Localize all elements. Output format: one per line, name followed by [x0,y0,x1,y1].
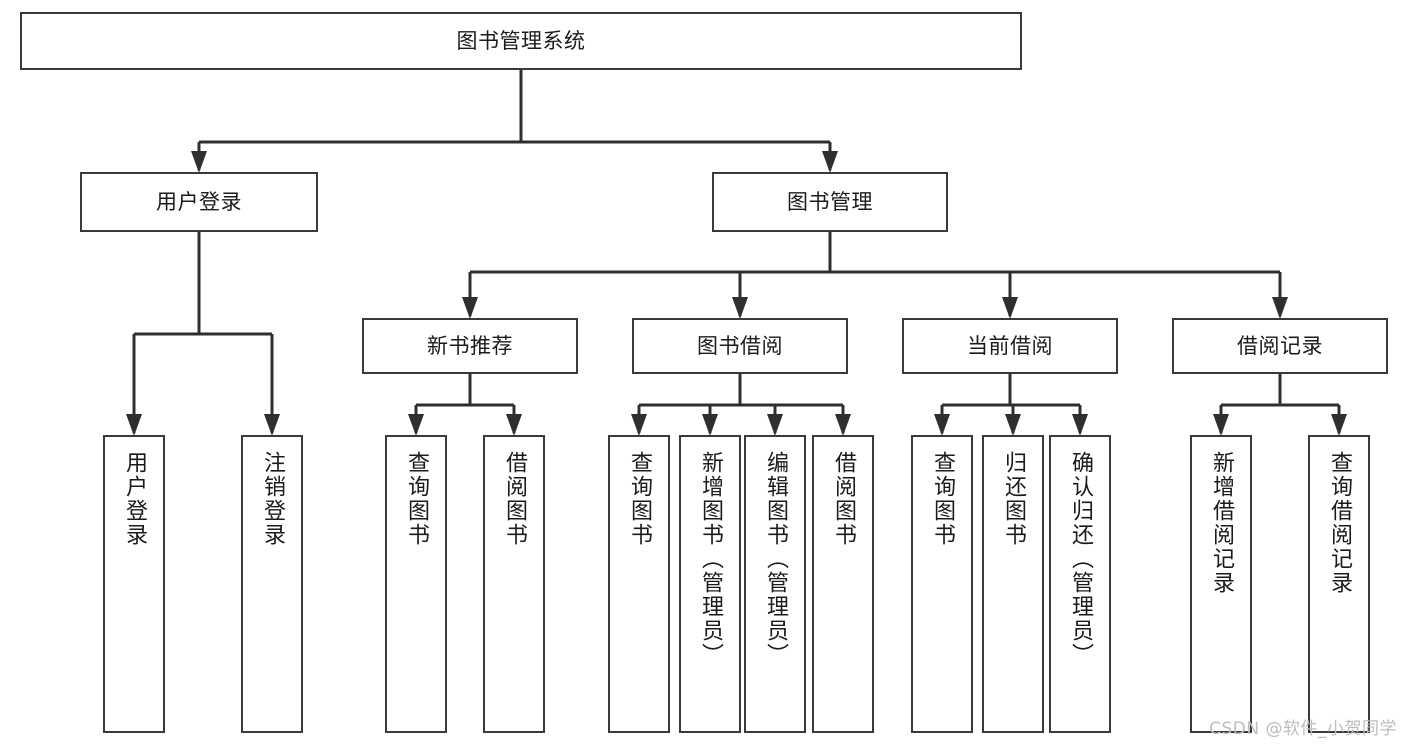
node-leaf-4[interactable]: 借阅图书 [483,435,545,733]
node-label: 当前借阅 [967,333,1053,358]
node-leaf-2[interactable]: 注销登录 [241,435,303,733]
node-label: 新增借阅记录 [1209,451,1234,595]
node-label: 查询图书 [627,451,652,547]
node-label: 用户登录 [156,189,242,214]
node-label: 图书借阅 [697,333,783,358]
node-leaf-10[interactable]: 归还图书 [982,435,1044,733]
watermark: CSDN @软件_小贺同学 [1209,719,1397,739]
node-label: 新增图书（管理员） [698,451,723,667]
node-leaf-8[interactable]: 借阅图书 [812,435,874,733]
node-leaf-3[interactable]: 查询图书 [385,435,447,733]
node-label: 确认归还（管理员） [1068,451,1093,667]
node-label: 借阅图书 [831,451,856,547]
node-bookmgmt[interactable]: 图书管理 [712,172,948,232]
node-label: 借阅图书 [502,451,527,547]
node-label: 图书管理 [787,189,873,214]
node-leaf-1[interactable]: 用户登录 [103,435,165,733]
node-current[interactable]: 当前借阅 [902,318,1118,374]
node-leaf-9[interactable]: 查询图书 [911,435,973,733]
node-newbook[interactable]: 新书推荐 [362,318,578,374]
node-label: 查询借阅记录 [1327,451,1352,595]
node-leaf-11[interactable]: 确认归还（管理员） [1049,435,1111,733]
node-login[interactable]: 用户登录 [80,172,318,232]
node-label: 编辑图书（管理员） [763,451,788,667]
node-leaf-6[interactable]: 新增图书（管理员） [679,435,741,733]
node-label: 用户登录 [122,451,147,547]
node-records[interactable]: 借阅记录 [1172,318,1388,374]
node-label: 查询图书 [930,451,955,547]
node-label: 查询图书 [404,451,429,547]
node-leaf-13[interactable]: 查询借阅记录 [1308,435,1370,733]
node-root[interactable]: 图书管理系统 [20,12,1022,70]
node-label: 借阅记录 [1237,333,1323,358]
node-label: 新书推荐 [427,333,513,358]
node-label: 图书管理系统 [456,28,586,53]
node-label: 归还图书 [1001,451,1026,547]
node-label: 注销登录 [260,451,285,547]
node-leaf-5[interactable]: 查询图书 [608,435,670,733]
node-borrow[interactable]: 图书借阅 [632,318,848,374]
node-leaf-7[interactable]: 编辑图书（管理员） [744,435,806,733]
node-leaf-12[interactable]: 新增借阅记录 [1190,435,1252,733]
